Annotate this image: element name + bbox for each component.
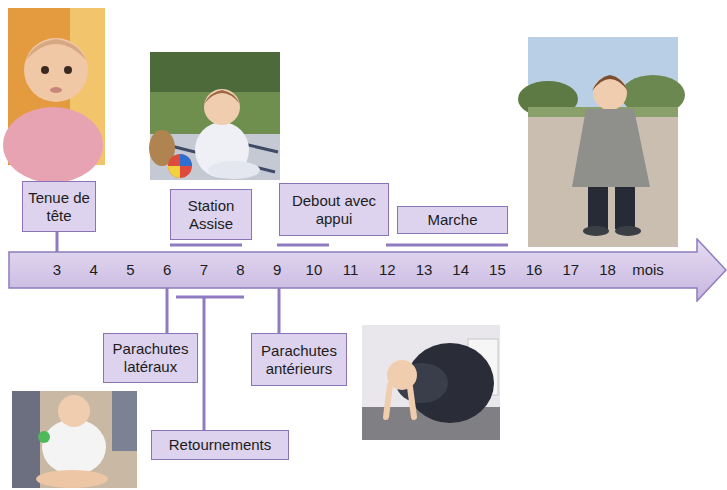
baby-eye (64, 66, 72, 74)
range-bar (176, 296, 244, 299)
month-number: 17 (562, 261, 579, 279)
range-bar (277, 244, 329, 247)
photo-background (150, 52, 280, 180)
toddler-head (593, 76, 627, 110)
photo-forward-parachute (362, 325, 500, 440)
toddler-shoe (583, 226, 609, 236)
arrow-body (9, 239, 726, 301)
timeline-arrow: 3 4 5 6 7 8 9 10 11 12 13 14 15 16 17 18 mois (8, 238, 727, 302)
month-number: 5 (126, 261, 134, 279)
toddler-shoe (615, 226, 641, 236)
milestone-box: Debout avec appui (279, 183, 389, 236)
baby-head (204, 89, 240, 125)
photo-sitting (149, 52, 280, 180)
baby-legs (208, 161, 260, 179)
baby-hair (204, 90, 240, 104)
month-number: 8 (236, 261, 244, 279)
toddler-leg (615, 187, 635, 229)
baby-hair (26, 39, 86, 60)
milestone-label: Tenue de tête (27, 189, 91, 225)
baby-head (58, 395, 90, 427)
adult-clothes (12, 391, 40, 488)
range-bar (386, 244, 508, 247)
baby-eye (41, 66, 49, 74)
month-number: 18 (599, 261, 616, 279)
photo-lateral-parachute (12, 391, 137, 488)
milestone-box: Station Assise (170, 189, 252, 240)
leader-line (203, 297, 206, 430)
connector-line (56, 232, 59, 252)
milestone-box: Marche (397, 206, 508, 234)
milestone-label: Retournements (169, 436, 272, 454)
toy (38, 431, 50, 443)
milestone-box: Parachutes latéraux (103, 333, 198, 383)
baby-legs (36, 470, 108, 488)
ball (168, 154, 192, 178)
month-number: 11 (343, 261, 359, 279)
month-number: 9 (273, 261, 281, 279)
month-number: 10 (306, 261, 323, 279)
connector-line (278, 288, 281, 333)
month-number: mois (632, 261, 664, 279)
photo-walking (518, 37, 685, 247)
baby-body (3, 107, 103, 183)
milestone-box: Tenue de tête (22, 181, 96, 232)
month-number: 16 (526, 261, 543, 279)
adult-clothes (112, 391, 137, 451)
toddler-hair (592, 75, 628, 91)
month-number: 7 (200, 261, 208, 279)
connector-line (166, 288, 169, 333)
milestone-label: Debout avec appui (284, 192, 384, 228)
month-number: 4 (90, 261, 98, 279)
baby-arms (386, 385, 414, 417)
baby-shirt (42, 419, 106, 475)
milestone-box: Retournements (151, 430, 289, 460)
month-number: 14 (452, 261, 469, 279)
arrow-shape (8, 238, 727, 302)
range-bar (170, 244, 242, 247)
toddler-sweater (572, 109, 650, 187)
month-number: 12 (379, 261, 396, 279)
month-number: 15 (489, 261, 506, 279)
photo-background (528, 37, 678, 247)
photo-background (362, 325, 500, 440)
milestone-box: Parachutes antérieurs (251, 333, 347, 386)
ball-segment (180, 154, 192, 166)
milestone-label: Parachutes latéraux (108, 340, 193, 376)
photo-head-control (3, 8, 105, 183)
baby-mouth (50, 87, 62, 93)
month-number: 3 (53, 261, 61, 279)
ball-segment (168, 166, 180, 178)
month-number: 13 (416, 261, 433, 279)
baby-head (24, 38, 88, 102)
photo-background (12, 391, 137, 488)
milestone-label: Parachutes antérieurs (256, 342, 342, 378)
milestone-label: Marche (427, 211, 477, 229)
month-number: 6 (163, 261, 171, 279)
photo-background (150, 52, 280, 92)
toddler-leg (588, 187, 608, 229)
milestone-label: Station Assise (175, 197, 247, 233)
